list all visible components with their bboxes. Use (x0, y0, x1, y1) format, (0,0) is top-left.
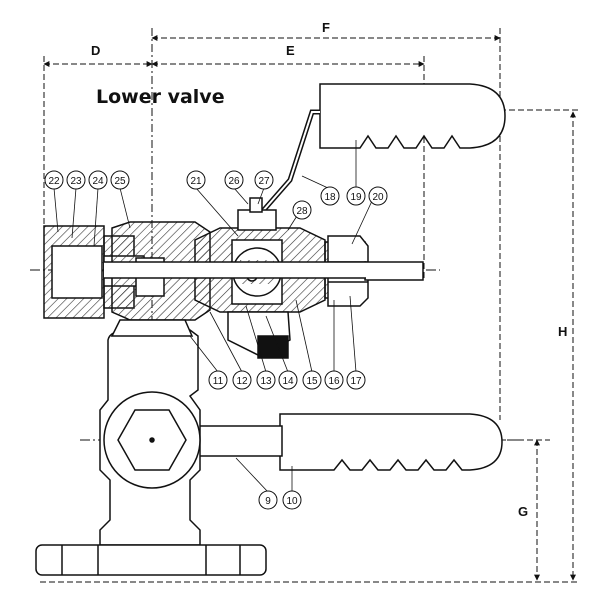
callout-27: 27 (254, 170, 274, 190)
lower-handle-grip (279, 413, 503, 471)
callout-10: 10 (282, 490, 302, 510)
callout-13: 13 (256, 370, 276, 390)
diagram-title: Lower valve (96, 86, 225, 108)
callout-26: 26 (224, 170, 244, 190)
callout-23: 23 (66, 170, 86, 190)
svg-text:28: 28 (296, 206, 308, 217)
dim-label-g: G (518, 504, 528, 519)
dim-label-d: D (91, 43, 100, 58)
svg-text:11: 11 (213, 376, 224, 387)
valve-body-stem (35, 329, 267, 576)
svg-text:18: 18 (324, 192, 336, 203)
callouts: 22 23 24 25 21 26 27 18 19 20 28 11 12 1… (44, 170, 388, 510)
svg-text:10: 10 (286, 496, 298, 507)
callout-16: 16 (324, 370, 344, 390)
callout-28: 28 (292, 200, 312, 220)
callout-9: 9 (258, 490, 278, 510)
dim-label-f: F (322, 20, 330, 35)
svg-text:17: 17 (350, 376, 362, 387)
lower-handle (189, 413, 503, 471)
svg-text:16: 16 (328, 376, 340, 387)
svg-text:24: 24 (92, 176, 104, 187)
callout-21: 21 (186, 170, 206, 190)
upper-handle-rod (260, 109, 320, 214)
upper-handle-grip (319, 83, 506, 149)
dim-label-h: H (558, 324, 567, 339)
dim-label-e: E (286, 43, 295, 58)
svg-text:27: 27 (258, 176, 270, 187)
svg-text:9: 9 (265, 496, 271, 507)
callout-15: 15 (302, 370, 322, 390)
callout-25: 25 (110, 170, 130, 190)
callout-leaders (53, 140, 379, 493)
lower-handle-lever (189, 425, 283, 457)
svg-text:14: 14 (282, 376, 294, 387)
upper-valve-section (43, 197, 424, 359)
svg-text:15: 15 (306, 376, 318, 387)
callout-12: 12 (232, 370, 252, 390)
svg-text:23: 23 (70, 176, 82, 187)
svg-text:19: 19 (350, 192, 362, 203)
stem (237, 209, 277, 231)
callout-22: 22 (44, 170, 64, 190)
callout-17: 17 (346, 370, 366, 390)
svg-text:21: 21 (190, 176, 202, 187)
bottom-flange (35, 544, 267, 576)
callout-11: 11 (208, 370, 228, 390)
callout-24: 24 (88, 170, 108, 190)
callout-20: 20 (368, 186, 388, 206)
callout-18: 18 (320, 186, 340, 206)
upper-handle (260, 83, 506, 214)
svg-text:13: 13 (260, 376, 272, 387)
outlet-pipe (364, 261, 424, 281)
svg-text:22: 22 (48, 176, 60, 187)
callout-14: 14 (278, 370, 298, 390)
callout-19: 19 (346, 186, 366, 206)
svg-text:25: 25 (114, 176, 126, 187)
svg-text:12: 12 (236, 376, 248, 387)
svg-text:26: 26 (228, 176, 240, 187)
svg-text:20: 20 (372, 192, 384, 203)
